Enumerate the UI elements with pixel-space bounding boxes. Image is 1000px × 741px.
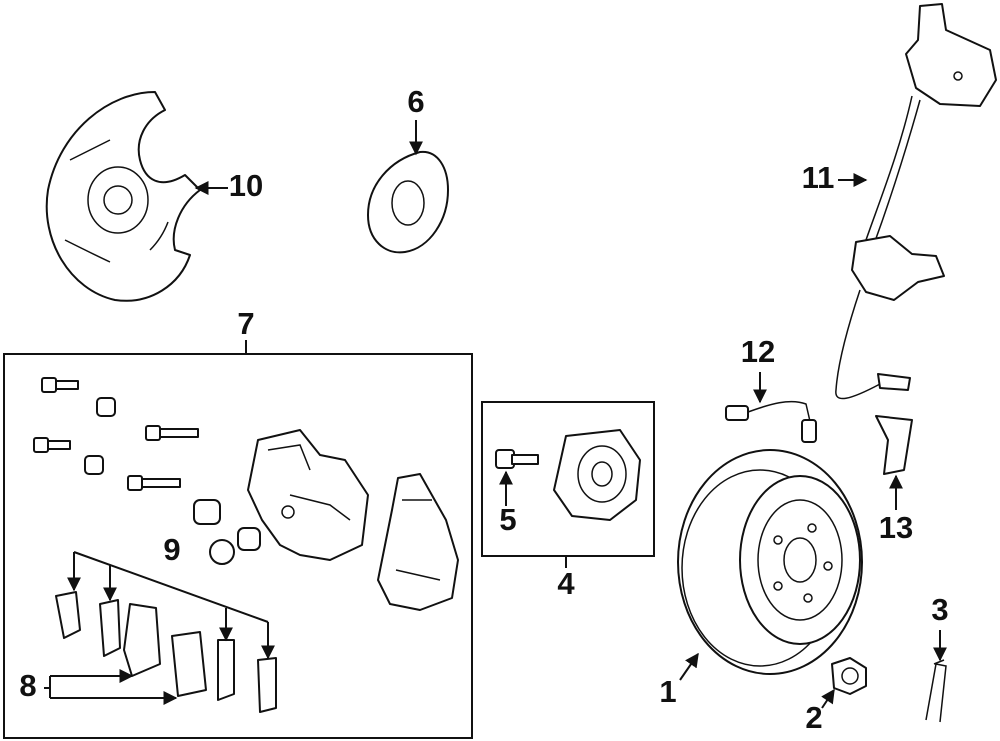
caliper-hardware-drawing [33,377,459,611]
callout-11: 11 [802,160,835,195]
shim-ring-drawing [367,150,449,254]
callout-2: 2 [805,700,822,735]
sensor-bracket-drawing [875,415,913,475]
callout-13: 13 [879,510,913,545]
brake-hose-drawing [725,400,817,443]
callout-6: 6 [407,84,424,119]
callout-9: 9 [163,532,180,567]
caliper-kit-box [3,353,473,739]
callout-4: 4 [557,566,575,601]
hub-kit-box [481,401,655,557]
brake-pads-drawing [55,591,277,713]
hub-bearing-drawing [495,429,641,521]
splash-shield-drawing [45,91,201,302]
callout-7: 7 [237,306,254,341]
callout-1: 1 [659,674,676,709]
callout-8: 8 [19,668,36,703]
brake-rotor-drawing [677,449,863,675]
hub-nut-drawing [831,657,867,695]
callout-10: 10 [229,168,263,203]
callout-12: 12 [741,334,775,369]
abs-sensor-drawing [835,3,997,400]
callout-5: 5 [499,502,516,537]
retaining-clip-drawing [925,659,947,723]
callout-3: 3 [931,592,948,627]
